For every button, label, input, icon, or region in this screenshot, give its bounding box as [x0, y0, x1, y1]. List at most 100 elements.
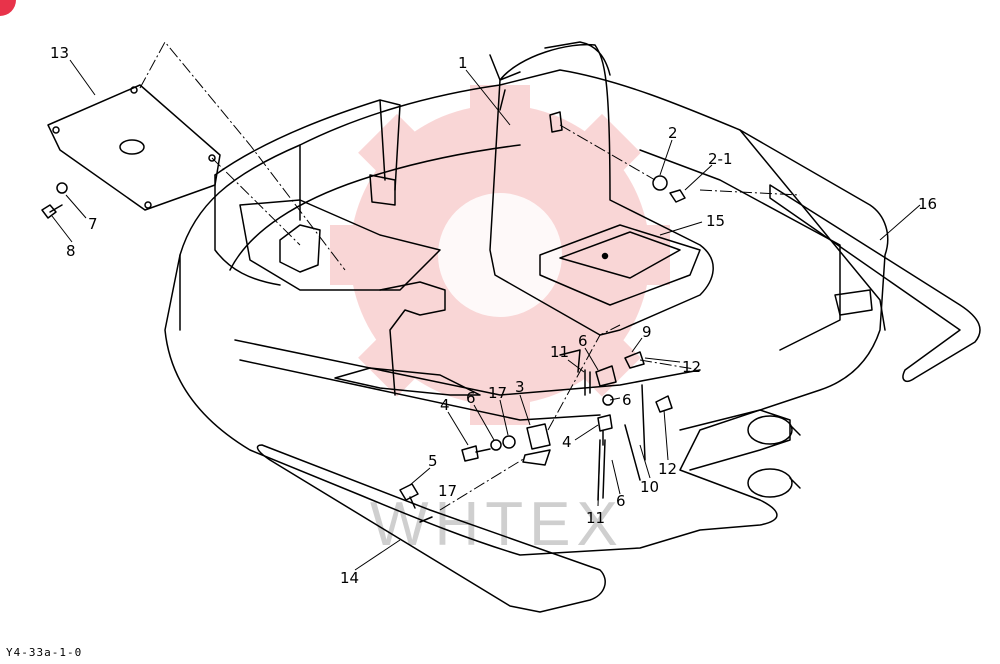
pin-17: [419, 516, 433, 523]
rod-10: [624, 384, 646, 481]
rubber-strip-14: [256, 444, 606, 613]
callout-6-lower: 6: [616, 492, 626, 510]
callout-15: 15: [706, 212, 725, 230]
callout-line-14: [354, 539, 401, 571]
callout-4-right: 4: [562, 433, 572, 451]
left-side-wall: [179, 144, 301, 331]
washer-7: [56, 182, 68, 194]
callout-line-16: [879, 204, 921, 241]
spring-11-upper: [584, 369, 591, 396]
callout-11-lower: 11: [586, 509, 605, 527]
callout-line-13: [69, 59, 96, 96]
right-knuckle-upper: [747, 415, 793, 445]
right-knuckle-lower: [747, 468, 793, 498]
callout-1: 1: [458, 54, 468, 72]
callout-2: 2: [668, 124, 678, 142]
callout-line-3: [519, 394, 531, 426]
leader-16: [699, 189, 801, 196]
callout-line-4-left: [447, 411, 469, 446]
right-rear-block: [834, 289, 873, 316]
washer-6-left: [490, 439, 502, 451]
cover-plate-bolt-hole-2: [130, 86, 138, 94]
bolt-8: [41, 204, 63, 219]
cover-plate: [47, 84, 221, 211]
callout-5: 5: [428, 452, 438, 470]
washer-6-right: [602, 394, 614, 406]
callout-10: 10: [640, 478, 659, 496]
callout-6-right: 6: [622, 391, 632, 409]
leader-3: [547, 324, 621, 431]
callout-4-left: 4: [440, 396, 450, 414]
callout-17-lower: 17: [438, 482, 457, 500]
center-bracket: [379, 281, 446, 396]
callout-line-5: [409, 467, 431, 486]
callout-line-6-upper: [584, 347, 599, 371]
leader-2: [559, 124, 656, 181]
callout-line-11-upper: [567, 359, 585, 373]
callout-line-9: [631, 337, 643, 353]
callout-7: 7: [88, 215, 98, 233]
corner-mark: [0, 0, 16, 16]
rear-top-rail: [214, 99, 401, 191]
seat-back-edge: [499, 41, 611, 111]
frame-inner-rim: [229, 144, 841, 351]
callout-13: 13: [50, 44, 69, 62]
nut-2: [652, 175, 668, 191]
callout-14: 14: [340, 569, 359, 587]
callout-17-left: 17: [488, 384, 507, 402]
callout-12-lower: 12: [658, 460, 677, 478]
callout-12-upper: 12: [682, 358, 701, 376]
seat-label-plate: [559, 231, 681, 279]
bracket-6-upper: [595, 365, 617, 387]
callout-line-15: [659, 221, 703, 236]
callout-2-1: 2-1: [708, 150, 733, 168]
right-foot-plate: [679, 409, 791, 471]
seat: [489, 43, 714, 336]
callout-6-upper: 6: [578, 332, 588, 350]
bolt-2-1: [669, 189, 686, 203]
bolt-9: [624, 351, 645, 369]
callout-11-upper: 11: [550, 343, 569, 361]
callout-line-6-left: [473, 404, 495, 441]
left-pocket: [279, 174, 396, 273]
callout-line-6-lower: [611, 459, 621, 495]
callout-line-17-left: [499, 399, 509, 436]
bolt-12-lower: [655, 395, 673, 413]
callout-line-12-upper: [644, 357, 681, 363]
leader-12: [639, 359, 701, 371]
seat-slot: [549, 111, 563, 133]
callout-9: 9: [642, 323, 652, 341]
bolt-4-right: [597, 414, 613, 446]
leader-13-right: [211, 157, 301, 246]
callout-line-8: [51, 215, 73, 243]
right-boss: [789, 424, 801, 489]
leader-14: [439, 457, 526, 511]
callout-line-2-1: [684, 164, 713, 191]
cover-plate-bolt-hole-3: [144, 201, 152, 209]
left-floor-cutout: [334, 367, 481, 396]
frame-outline: [164, 69, 889, 556]
callout-line-10: [639, 444, 651, 479]
seat-hole: [601, 252, 609, 260]
cover-plate-bolt-hole-4: [208, 154, 216, 162]
bolt-4-left: [461, 445, 491, 462]
washer-17-left: [502, 435, 516, 449]
callout-line-4-right: [574, 424, 599, 441]
cover-plate-hole: [119, 139, 145, 155]
front-deck: [234, 339, 701, 421]
callout-line-2: [659, 139, 673, 176]
seat-cushion-recess: [539, 224, 701, 306]
drawing-code: Y4-33a-1-0: [6, 646, 83, 659]
floor-panel: [239, 199, 441, 291]
cover-plate-bolt-hole-1: [52, 126, 60, 134]
gear-hole: [438, 193, 562, 317]
callout-16: 16: [918, 195, 937, 213]
callout-3: 3: [515, 378, 525, 396]
bracket-15: [559, 349, 581, 373]
callout-line-6-right: [609, 397, 621, 401]
callout-8: 8: [66, 242, 76, 260]
callout-6-left: 6: [466, 389, 476, 407]
callout-line-11-lower: [597, 444, 601, 507]
bolt-5: [399, 483, 419, 509]
